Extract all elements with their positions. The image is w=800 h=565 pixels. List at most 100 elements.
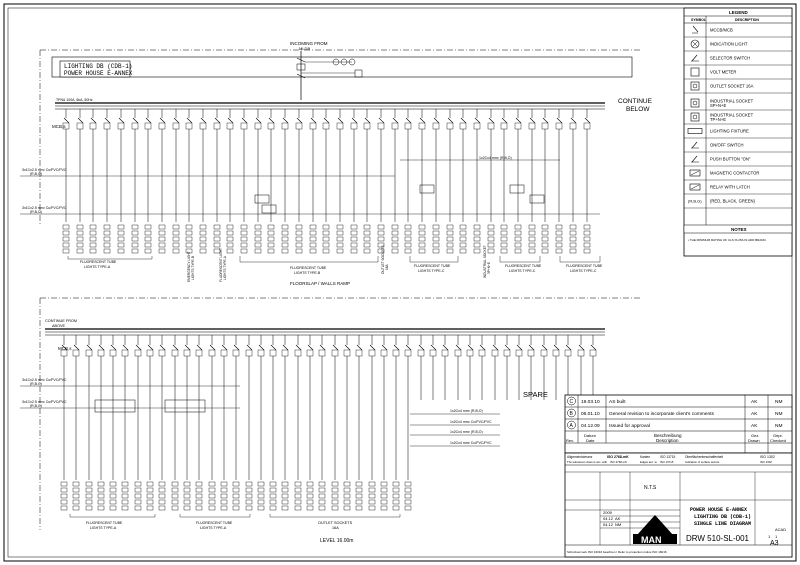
lighting-fixture-stack — [309, 224, 317, 254]
pushbutton-icon — [691, 155, 699, 163]
db-title-line2: POWER HOUSE E-ANNEX — [64, 70, 133, 77]
group-fluor-c: FLUORESCENT TUBE — [414, 264, 451, 268]
mcb-icon — [184, 344, 191, 351]
rbg-icon: (R,B,G) — [688, 199, 702, 204]
mcb-icon — [255, 117, 262, 124]
voltmeter-icon — [690, 67, 700, 77]
revision-drawn: AK — [751, 399, 758, 405]
revision-description: General revision to incorporate client's… — [609, 411, 714, 417]
mcb-icon — [474, 117, 481, 124]
lighting-fixture-stack — [368, 481, 376, 511]
tb-scale: N.T.S — [644, 485, 657, 491]
revision-description: AS built — [609, 399, 626, 405]
legend-text: MCCB/MCB — [710, 28, 733, 33]
mcb-icon — [145, 117, 152, 124]
legend-text: RELAY WITH LATCH — [710, 185, 750, 190]
mcb-icon — [418, 344, 425, 351]
mcb-icon — [63, 117, 70, 124]
mcb-icon — [186, 117, 193, 124]
group-fluor-a-sub: LIGHTS TYPE-A — [84, 265, 111, 269]
mcb-icon — [337, 117, 344, 124]
mcb-icon — [479, 344, 486, 351]
lighting-fixture-stack — [89, 224, 97, 254]
mcb-icon — [590, 344, 597, 351]
lighting-fixture-stack — [195, 481, 203, 511]
edges-label: Edges acc. to — [640, 460, 657, 464]
surface-en-value: ISO 1302 — [760, 460, 772, 464]
mcb-icon — [504, 344, 511, 351]
mcb-icon — [570, 117, 577, 124]
lighting-fixture-stack — [541, 224, 549, 254]
lower-group-fluor2: FLUORESCENT TUBE — [196, 521, 233, 525]
continue-below-2: BELOW — [626, 106, 650, 113]
busbar-label: TPN& 100A, 6kA, 50Hz — [56, 98, 93, 102]
lower-cable-right-1: 1x2Cx4 mm² (R,B,O) — [450, 409, 483, 413]
mcb-icon — [405, 117, 412, 124]
mcb-icon — [541, 344, 548, 351]
mcb-icon — [200, 117, 207, 124]
contactor-icon — [689, 169, 701, 177]
legend-row: SELECTOR SWITCH — [684, 54, 792, 66]
lighting-fixture-stack — [392, 481, 400, 511]
mcb-icon — [159, 117, 166, 124]
mcb-icon — [553, 344, 560, 351]
tol-value: ISO 2768-mK — [607, 455, 629, 459]
lower-group-outlet-sub: 16A — [332, 526, 339, 530]
legend-row: ON/OFF SWITCH — [684, 141, 792, 153]
group-ind-socket: INDUSTRIAL SOCKET — [483, 245, 487, 278]
contactor-icon — [509, 184, 525, 194]
group-fluor-a: FLUORESCENT TUBE — [80, 260, 117, 264]
legend-text: INDICATION LIGHT — [710, 42, 748, 47]
mcb-icon — [270, 344, 277, 351]
lighting-fixture-stack — [245, 481, 253, 511]
sheet-inner-border — [7, 7, 793, 558]
mcb-icon — [73, 344, 80, 351]
mcb-icon — [319, 344, 326, 351]
lighting-fixture-stack — [144, 224, 152, 254]
legend-row: PUSH BUTTON "ON" — [684, 155, 792, 167]
revision-date: 06.01.10 — [581, 411, 600, 417]
legend-row: MCCB/MCB — [684, 25, 792, 38]
mcb-icon — [344, 344, 351, 351]
lighting-fixture-stack — [213, 224, 221, 254]
incoming-label: INCOMING FROM — [290, 41, 328, 46]
mcb-icon — [258, 344, 265, 351]
contactor-icon — [529, 194, 545, 204]
fixture-icon — [687, 128, 703, 134]
group-emergency: EMERGENCY LIGHT — [187, 251, 191, 282]
tb-title-l3: SINGLE LINE DIAGRAM — [694, 521, 751, 527]
contactor-icon — [94, 399, 136, 413]
mcb-icon — [233, 344, 240, 351]
mcb-icon — [98, 344, 105, 351]
mcb-icon — [516, 344, 523, 351]
title-block: Allgemeintoleranz ISO 2768-mK Kanten ISO… — [564, 452, 793, 558]
lighting-fixture-stack — [85, 481, 93, 511]
mcb-icon — [196, 344, 203, 351]
mcb-icon — [282, 117, 289, 124]
lighting-fixture-stack — [109, 481, 117, 511]
lighting-fixture-stack — [121, 481, 129, 511]
lighting-fixture-stack — [134, 481, 142, 511]
upper-diagram: INCOMING FROM MLDB LIGHTING DB (CDB-1) P… — [20, 41, 653, 286]
lower-cable-right-2: 1x2Cx4 mm² Cu/PVC/PVC — [450, 420, 492, 424]
continue-below-1: CONTINUE — [618, 98, 653, 105]
mcb-icon — [147, 344, 154, 351]
legend-row: RELAY WITH LATCH — [684, 183, 792, 195]
tb-sheet: 1 — [768, 534, 771, 539]
tb-init1: AK — [615, 516, 621, 521]
ind-socket-icon — [690, 98, 700, 108]
lighting-fixture-stack — [306, 481, 314, 511]
surface-en-label: Indication of surface texture — [685, 460, 720, 464]
legend-text: VOLT METER — [710, 70, 736, 75]
lighting-fixture-stack — [350, 224, 358, 254]
mcb-icon — [241, 117, 248, 124]
legend-title: LEGEND — [729, 10, 749, 15]
legend-row: VOLT METER — [684, 67, 792, 80]
legend-text: ON/OFF SWITCH — [710, 143, 744, 148]
lower-cable-label-1-sub: (R,B,O) — [30, 382, 42, 386]
cable-label-1: 3x1Cx2.5 mm² Cu/PVC/PVC — [22, 168, 67, 172]
